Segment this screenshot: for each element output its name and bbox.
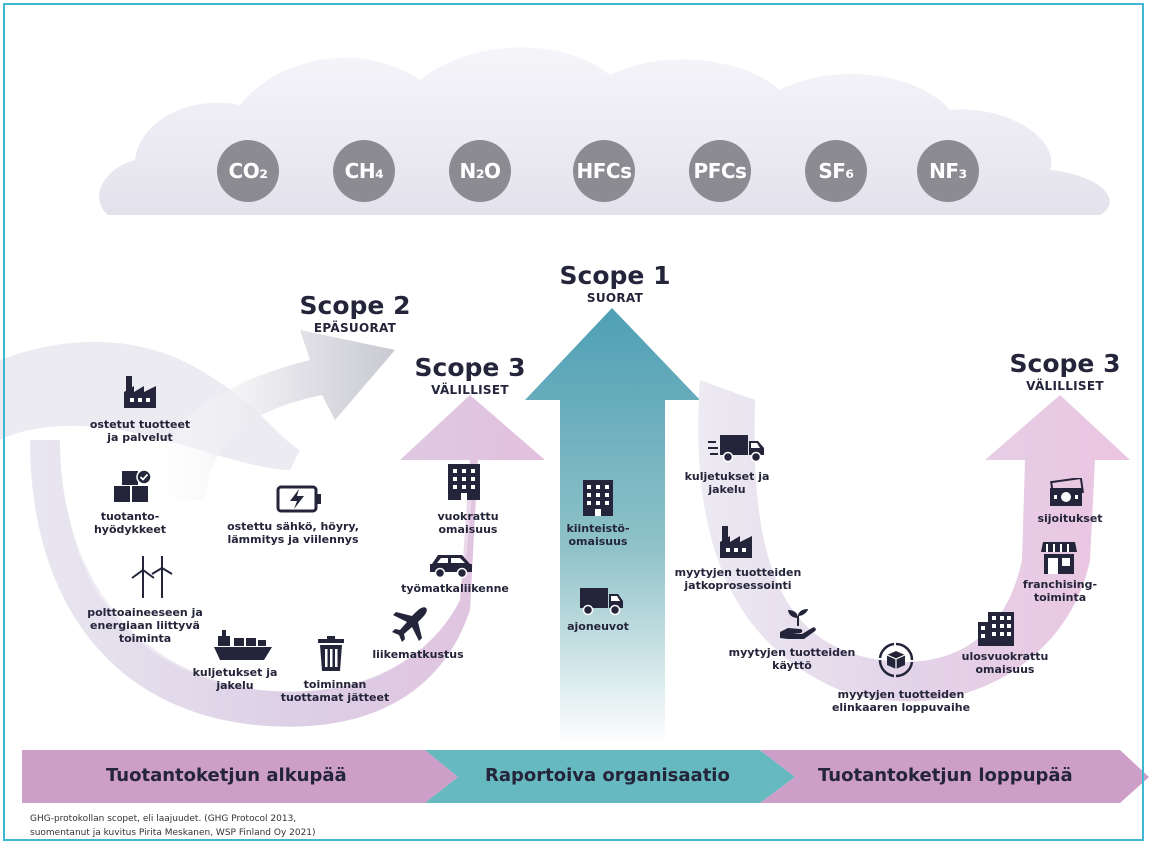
scope1-subtitle: SUORAT (586, 291, 644, 305)
scope1-label-property: kiinteistö- omaisuus (566, 522, 630, 548)
scope1-label-vehicles: ajoneuvot (567, 620, 629, 633)
band-downstream-shape (760, 750, 1149, 803)
airplane-icon (390, 604, 430, 644)
gas-hfcs: HFCs (573, 140, 635, 202)
scope3-downstream-heading: Scope 3 VÄLILLISET (1005, 350, 1125, 394)
building-icon (446, 462, 482, 500)
downstream-label-processing: myytyjen tuotteiden jatkoprosessointi (674, 566, 802, 592)
trash-icon (316, 636, 346, 672)
scope1-arrow (525, 308, 700, 745)
factory-icon (718, 524, 754, 560)
downstream-label-transport: kuljetukset ja jakelu (684, 470, 770, 496)
gas-n2o: N₂O (449, 140, 511, 202)
scope3-upstream-subtitle: VÄLILLISET (431, 383, 509, 397)
scope3-downstream-title: Scope 3 (1009, 349, 1121, 378)
building-icon (976, 610, 1016, 646)
building-icon (581, 478, 615, 516)
ship-icon (212, 628, 274, 662)
car-icon (428, 550, 474, 578)
scope2-subtitle: EPÄSUORAT (313, 321, 397, 335)
upstream-label-purchased-goods: ostetut tuotteet ja palvelut (89, 418, 191, 444)
scope2-heading: Scope 2 EPÄSUORAT (290, 292, 420, 336)
band-upstream-shape (22, 750, 458, 803)
downstream-label-franchising: franchising- toiminta (1022, 578, 1098, 604)
battery-icon (276, 484, 322, 514)
downstream-label-investments: sijoitukset (1037, 512, 1103, 525)
scope2-title: Scope 2 (299, 291, 411, 320)
downstream-label-end-of-life: myytyjen tuotteiden elinkaaren loppuvaih… (831, 688, 971, 714)
band-upstream-label: Tuotantoketjun alkupää (106, 765, 347, 786)
downstream-label-leased-out-assets: ulosvuokrattu omaisuus (961, 650, 1049, 676)
factory-icon (122, 374, 158, 410)
wind-turbine-icon (128, 554, 174, 600)
gas-co2: CO₂ (217, 140, 279, 202)
upstream-label-leased-assets: vuokrattu omaisuus (437, 510, 499, 536)
figure-caption: GHG-protokollan scopet, eli laajuudet. (… (30, 814, 316, 838)
plant-hand-icon (778, 608, 818, 642)
gas-ch4: CH₄ (333, 140, 395, 202)
upstream-label-business-travel: liikematkustus (372, 648, 464, 661)
scope3-upstream-title: Scope 3 (414, 353, 526, 382)
gas-sf6: SF₆ (805, 140, 867, 202)
truck-icon (708, 432, 766, 464)
goods-icon (112, 468, 154, 504)
scope3-downstream-subtitle: VÄLILLISET (1026, 379, 1104, 393)
scope1-title: Scope 1 (559, 261, 671, 290)
downstream-u-arrow (698, 380, 1130, 702)
band-downstream-label: Tuotantoketjun loppupää (818, 765, 1073, 786)
recycle-box-icon (876, 640, 916, 680)
money-icon (1048, 478, 1084, 508)
upstream-label-transport: kuljetukset ja jakelu (192, 666, 278, 692)
upstream-label-capital-goods: tuotanto- hyödykkeet (93, 510, 167, 536)
upstream-label-commuting: työmatkaliikenne (401, 582, 509, 595)
band-reporting-label: Raportoiva organisaatio (485, 765, 730, 786)
scope2-arrow (150, 330, 395, 500)
band-reporting-shape (425, 750, 795, 803)
upstream-label-waste: toiminnan tuottamat jätteet (280, 678, 390, 704)
shop-icon (1040, 540, 1078, 576)
upstream-label-fuel-energy: polttoaineeseen ja energiaan liittyvä to… (87, 606, 203, 645)
upstream-u-arrow (30, 395, 545, 727)
truck-icon (578, 586, 624, 616)
scope3-upstream-heading: Scope 3 VÄLILLISET (410, 354, 530, 398)
scope1-heading: Scope 1 SUORAT (545, 262, 685, 306)
scope2-label-energy: ostettu sähkö, höyry, lämmitys ja viilen… (227, 520, 359, 546)
downstream-label-use: myytyjen tuotteiden käyttö (728, 646, 856, 672)
gas-nf3: NF₃ (917, 140, 979, 202)
gas-pfcs: PFCs (689, 140, 751, 202)
